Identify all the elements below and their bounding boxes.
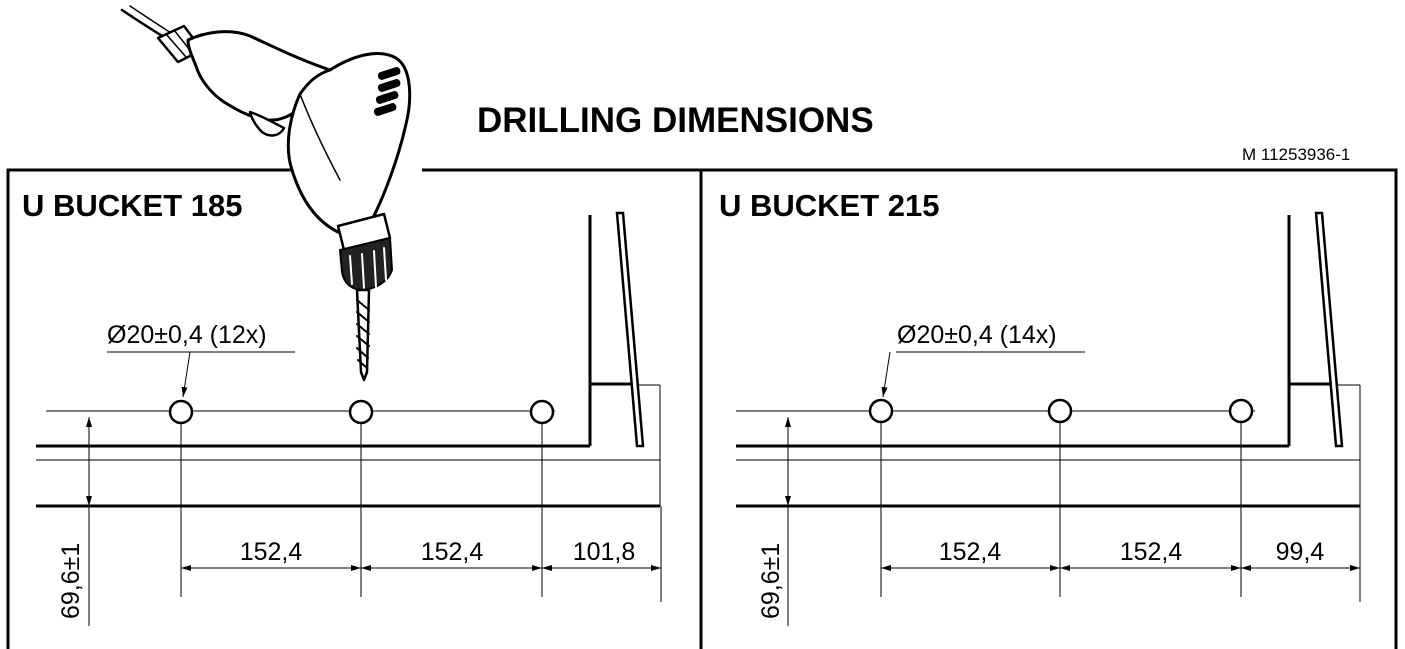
drill-hole	[1228, 398, 1254, 424]
callout-leader	[881, 351, 891, 398]
dimension-label: 152,4	[240, 538, 303, 566]
bucket-profile	[736, 211, 1361, 508]
panel-u-bucket-215: U BUCKET 215 Ø20±0,4 (14x) 69,6±1	[719, 188, 1361, 626]
panel-u-bucket-185: U BUCKET 185 Ø20±0,4 (12x)	[22, 188, 662, 626]
callout-leader	[181, 351, 191, 398]
drill-icon	[120, 5, 412, 382]
dimension-label: 152,4	[939, 538, 1002, 566]
panel-frames	[6, 168, 1398, 649]
page-title: DRILLING DIMENSIONS	[477, 101, 874, 140]
extension-lines	[880, 422, 1361, 602]
panel-title: U BUCKET 185	[22, 188, 243, 223]
dimension-label: 152,4	[421, 538, 484, 566]
vertical-dimension-label: 69,6±1	[757, 543, 785, 619]
dimension-label: 101,8	[573, 538, 636, 566]
hole-callout: Ø20±0,4 (12x)	[107, 321, 267, 349]
panel-title: U BUCKET 215	[719, 188, 940, 223]
drill-hole	[529, 399, 555, 425]
dimension-label: 99,4	[1276, 538, 1325, 566]
extension-lines	[180, 423, 662, 602]
drill-hole	[868, 398, 894, 424]
hole-callout: Ø20±0,4 (14x)	[897, 321, 1057, 349]
drill-hole	[168, 399, 194, 425]
vertical-dimension-label: 69,6±1	[57, 543, 85, 619]
dimension-label: 152,4	[1120, 538, 1183, 566]
drill-hole	[1047, 398, 1073, 424]
bucket-profile	[36, 211, 661, 508]
drill-hole	[348, 399, 374, 425]
reference-code: M 11253936-1	[1242, 145, 1350, 164]
